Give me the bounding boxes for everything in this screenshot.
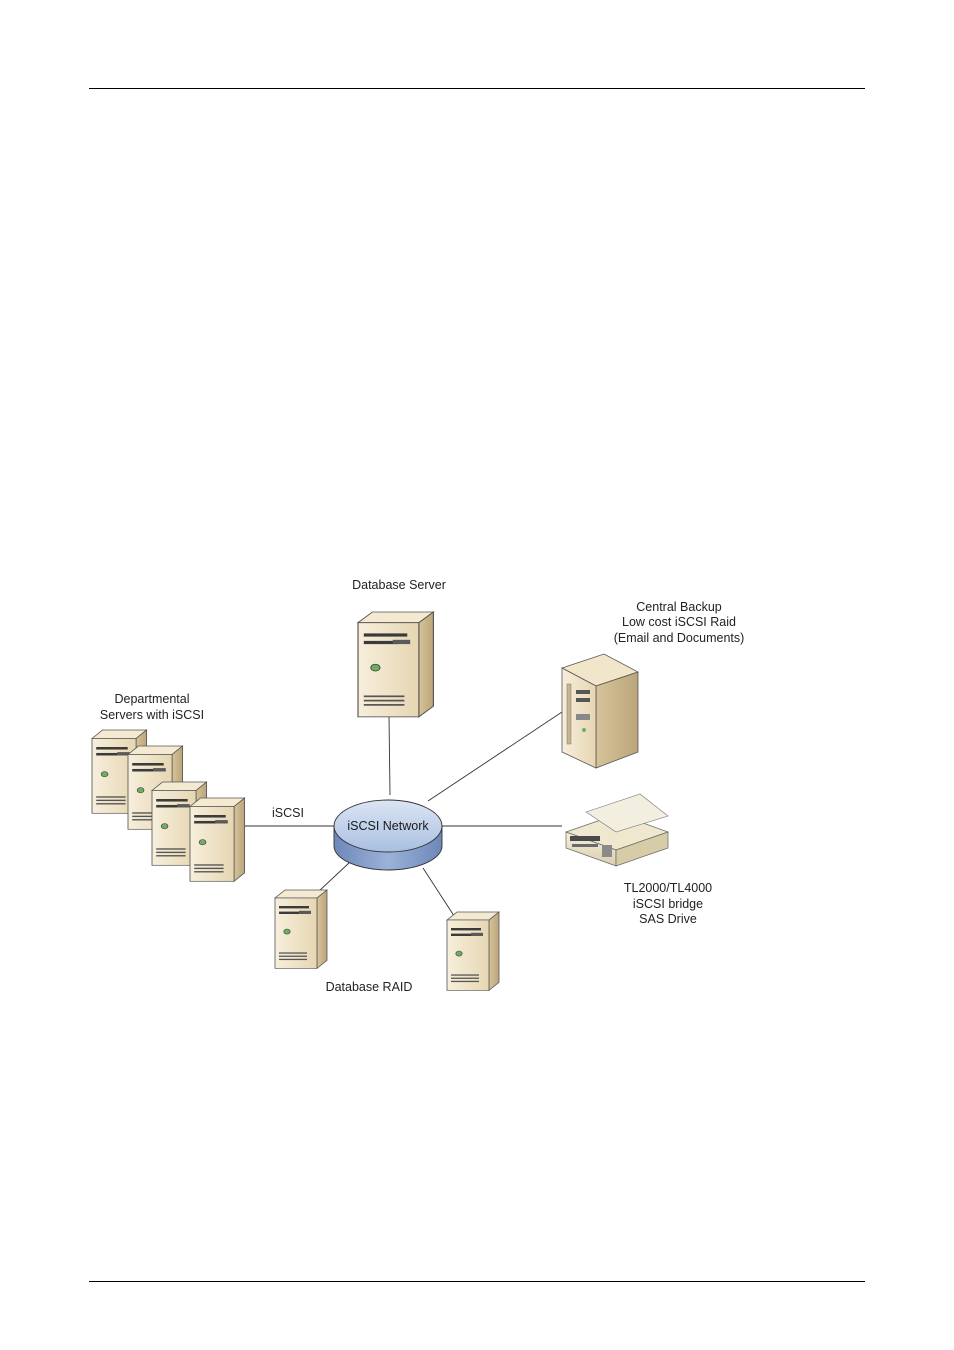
database-raid-right-icon	[447, 912, 499, 990]
central-backup-label: Central Backup Low cost iSCSI Raid (Emai…	[614, 600, 745, 645]
database-server-label: Database Server	[352, 578, 446, 592]
link-database-server	[389, 716, 390, 795]
link-database-raid-left	[318, 862, 350, 892]
tape-library-line-3: SAS Drive	[639, 912, 697, 926]
departmental-label: Departmental Servers with iSCSI	[100, 692, 204, 722]
central-backup-line-1: Central Backup	[636, 600, 722, 614]
tape-library-label: TL2000/TL4000 iSCSI bridge SAS Drive	[624, 881, 712, 926]
database-server-icon	[358, 612, 433, 717]
departmental-servers-icon	[92, 730, 245, 881]
central-backup-line-3: (Email and Documents)	[614, 631, 745, 645]
database-raid-left-icon	[275, 890, 327, 968]
tape-library-icon	[566, 794, 668, 866]
iscsi-network-icon	[334, 800, 442, 870]
iscsi-network-label: iSCSI Network	[347, 819, 429, 833]
central-backup-line-2: Low cost iSCSI Raid	[622, 615, 736, 629]
link-database-raid-right	[423, 868, 458, 922]
tape-library-line-1: TL2000/TL4000	[624, 881, 712, 895]
link-central-backup	[428, 712, 562, 801]
departmental-line-1: Departmental	[114, 692, 189, 706]
central-backup-rack-icon	[562, 654, 638, 768]
database-raid-label: Database RAID	[326, 980, 413, 994]
tape-library-line-2: iSCSI bridge	[633, 897, 703, 911]
departmental-line-2: Servers with iSCSI	[100, 708, 204, 722]
iscsi-link-label: iSCSI	[272, 806, 304, 820]
